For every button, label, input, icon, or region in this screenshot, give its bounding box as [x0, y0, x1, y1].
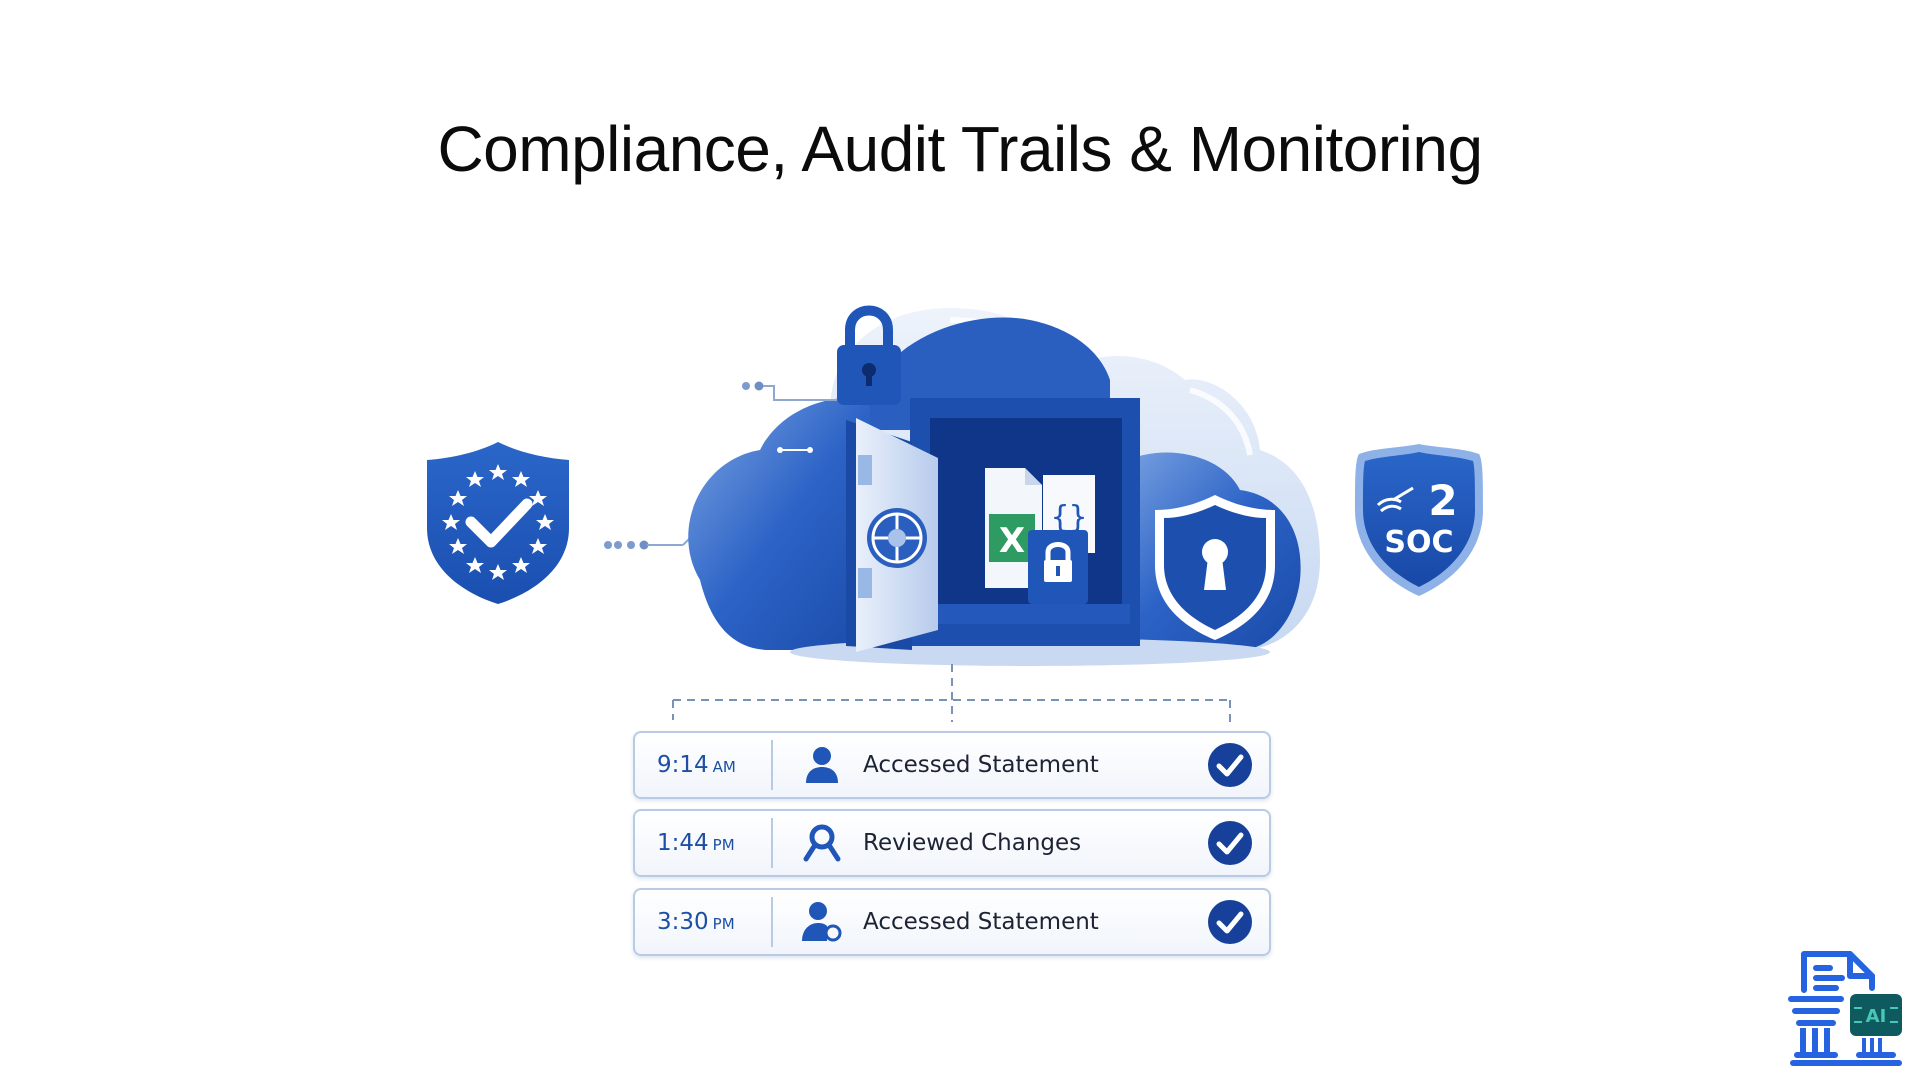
row-action: Reviewed Changes: [863, 830, 1082, 856]
row-action: Accessed Statement: [863, 752, 1099, 778]
audit-connector-lines: [670, 662, 1235, 724]
check-circle-icon: [1207, 899, 1253, 945]
connector-dots: [603, 535, 693, 555]
svg-text:SOC: SOC: [1384, 525, 1453, 560]
page-title: Compliance, Audit Trails & Monitoring: [437, 113, 1483, 185]
reviewer-search-icon: [791, 823, 853, 863]
row-divider: [771, 818, 773, 868]
svg-text:{}: {}: [1051, 500, 1087, 535]
row-divider: [771, 897, 773, 947]
legal-ai-logo: AI: [1788, 948, 1914, 1070]
user-icon: [791, 745, 853, 785]
row-action: Accessed Statement: [863, 909, 1099, 935]
row-divider: [771, 740, 773, 790]
svg-text:AI: AI: [1866, 1006, 1887, 1027]
svg-text:2: 2: [1428, 476, 1457, 525]
eu-compliance-shield-icon: [423, 438, 573, 608]
user-settings-icon: [791, 901, 853, 943]
svg-text:X: X: [999, 521, 1025, 561]
check-circle-icon: [1207, 820, 1253, 866]
soc2-badge-icon: 2 SOC: [1353, 440, 1485, 600]
cloud-vault-icon: X {}: [680, 290, 1330, 670]
check-circle-icon: [1207, 742, 1253, 788]
